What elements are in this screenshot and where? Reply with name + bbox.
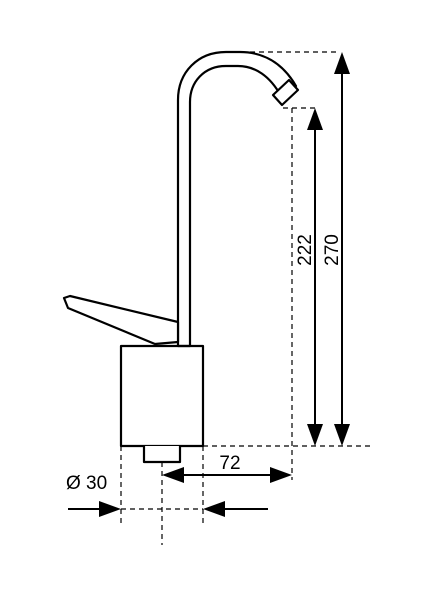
dim-30-arrow-left (99, 501, 121, 517)
dimension-72: 72 (162, 453, 292, 483)
dim-270-arrow-top (334, 52, 350, 74)
dim-270-arrow-bottom (334, 424, 350, 446)
faucet-base (119, 344, 205, 448)
spout-aerator (271, 78, 300, 107)
dim-72-arrow-right (270, 467, 292, 483)
dim-270-label: 270 (322, 234, 343, 266)
dim-30-label: Ø 30 (66, 473, 107, 494)
dim-72-arrow-left (162, 467, 184, 483)
faucet (62, 50, 300, 464)
dim-30-arrow-right (203, 501, 225, 517)
extension-lines (120, 51, 370, 545)
mounting-shank (142, 446, 182, 464)
dimension-diameter-30: Ø 30 (66, 473, 268, 517)
dim-222-arrow-top (307, 108, 323, 130)
dimension-222: 222 (295, 108, 323, 446)
dim-72-label: 72 (219, 453, 240, 474)
spout-outline (176, 50, 298, 347)
dimension-270: 270 (322, 52, 350, 446)
lever-handle (62, 294, 180, 346)
dim-222-label: 222 (295, 234, 316, 266)
dim-222-arrow-bottom (307, 424, 323, 446)
